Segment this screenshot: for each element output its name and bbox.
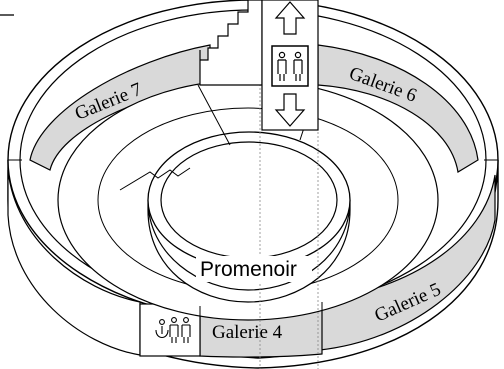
arrow-down-icon [274,93,306,127]
label-galerie-4: Galerie 4 [212,322,283,343]
restroom-icon [155,317,191,343]
gallery-5-wall [319,174,496,351]
promenoir-label-bg [196,256,312,282]
gallery-6-wall [317,44,479,173]
elevator-icon [271,45,309,87]
elevator-tower [261,0,319,131]
inner-staircase [119,167,191,191]
ring-ticks [8,159,498,316]
promenoir-ring-inner [160,141,338,259]
promenoir-ring-face [147,199,351,303]
arrow-up-icon [274,1,306,35]
label-promenoir: Promenoir [200,258,297,281]
